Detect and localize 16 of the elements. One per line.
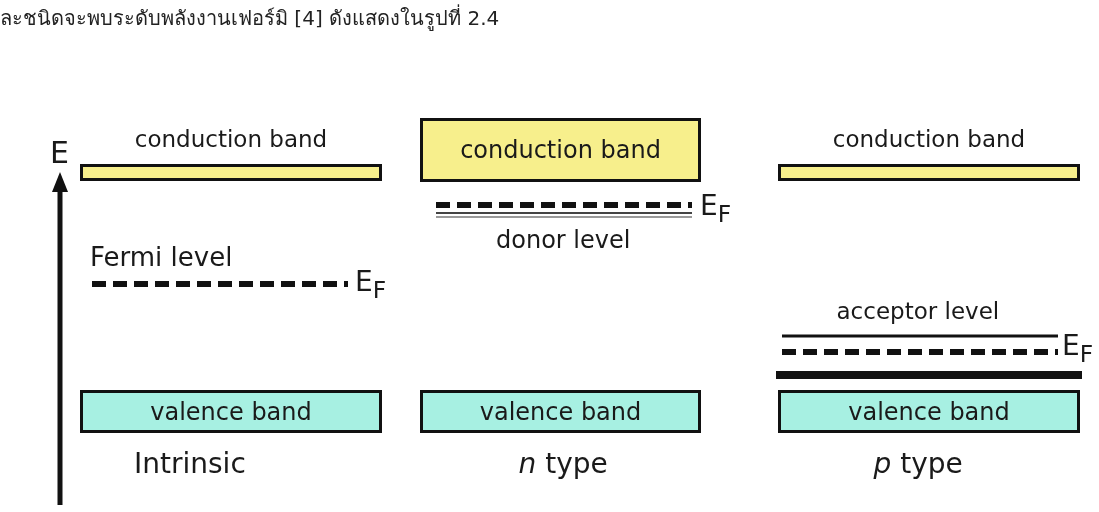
type-label: Intrinsic	[134, 450, 246, 478]
type-label: n type	[518, 450, 608, 478]
valence-band-box: valence band	[778, 390, 1080, 433]
axis-label: E	[50, 138, 69, 168]
conduction-band-box: conduction band	[420, 118, 701, 182]
type-label: p type	[873, 450, 963, 478]
valence-band-box: valence band	[420, 390, 701, 433]
level-label: Fermi level	[90, 244, 233, 270]
level-label: E$_{F}$	[1062, 332, 1094, 366]
valence-band-box: valence band	[80, 390, 382, 433]
level-label: acceptor level	[836, 300, 1000, 323]
level-label: E$_{F}$	[355, 268, 387, 302]
level-label: E$_{F}$	[700, 192, 732, 226]
band-label: conduction band	[133, 128, 329, 151]
band-label: conduction band	[831, 128, 1027, 151]
level-label: donor level	[496, 228, 631, 252]
